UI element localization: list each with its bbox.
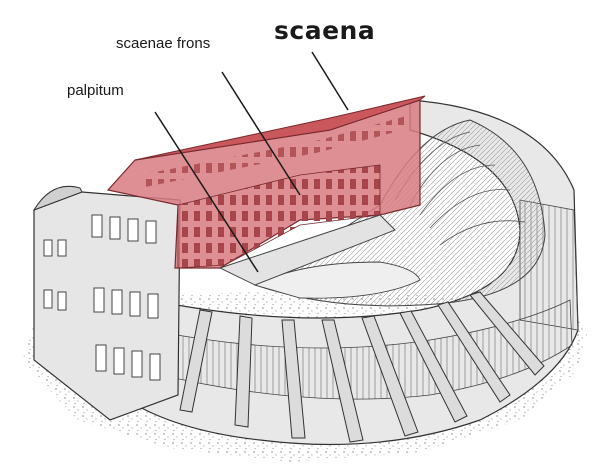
seating-tiers	[253, 119, 546, 307]
scaenae-frons-label: scaenae frons	[116, 35, 211, 52]
scaena-label: scaena	[274, 16, 376, 45]
radial-walls	[179, 291, 545, 443]
palpitum-label: palpitum	[67, 82, 124, 99]
scaenae-frons-facade	[177, 164, 381, 269]
palpitum-leader-line	[154, 111, 259, 273]
orchestra	[253, 261, 421, 299]
scaena-leader-line	[311, 51, 349, 111]
left-building-arches	[43, 214, 161, 381]
stage-platform	[218, 214, 396, 286]
scaenae-frons-leader-line	[221, 71, 301, 196]
